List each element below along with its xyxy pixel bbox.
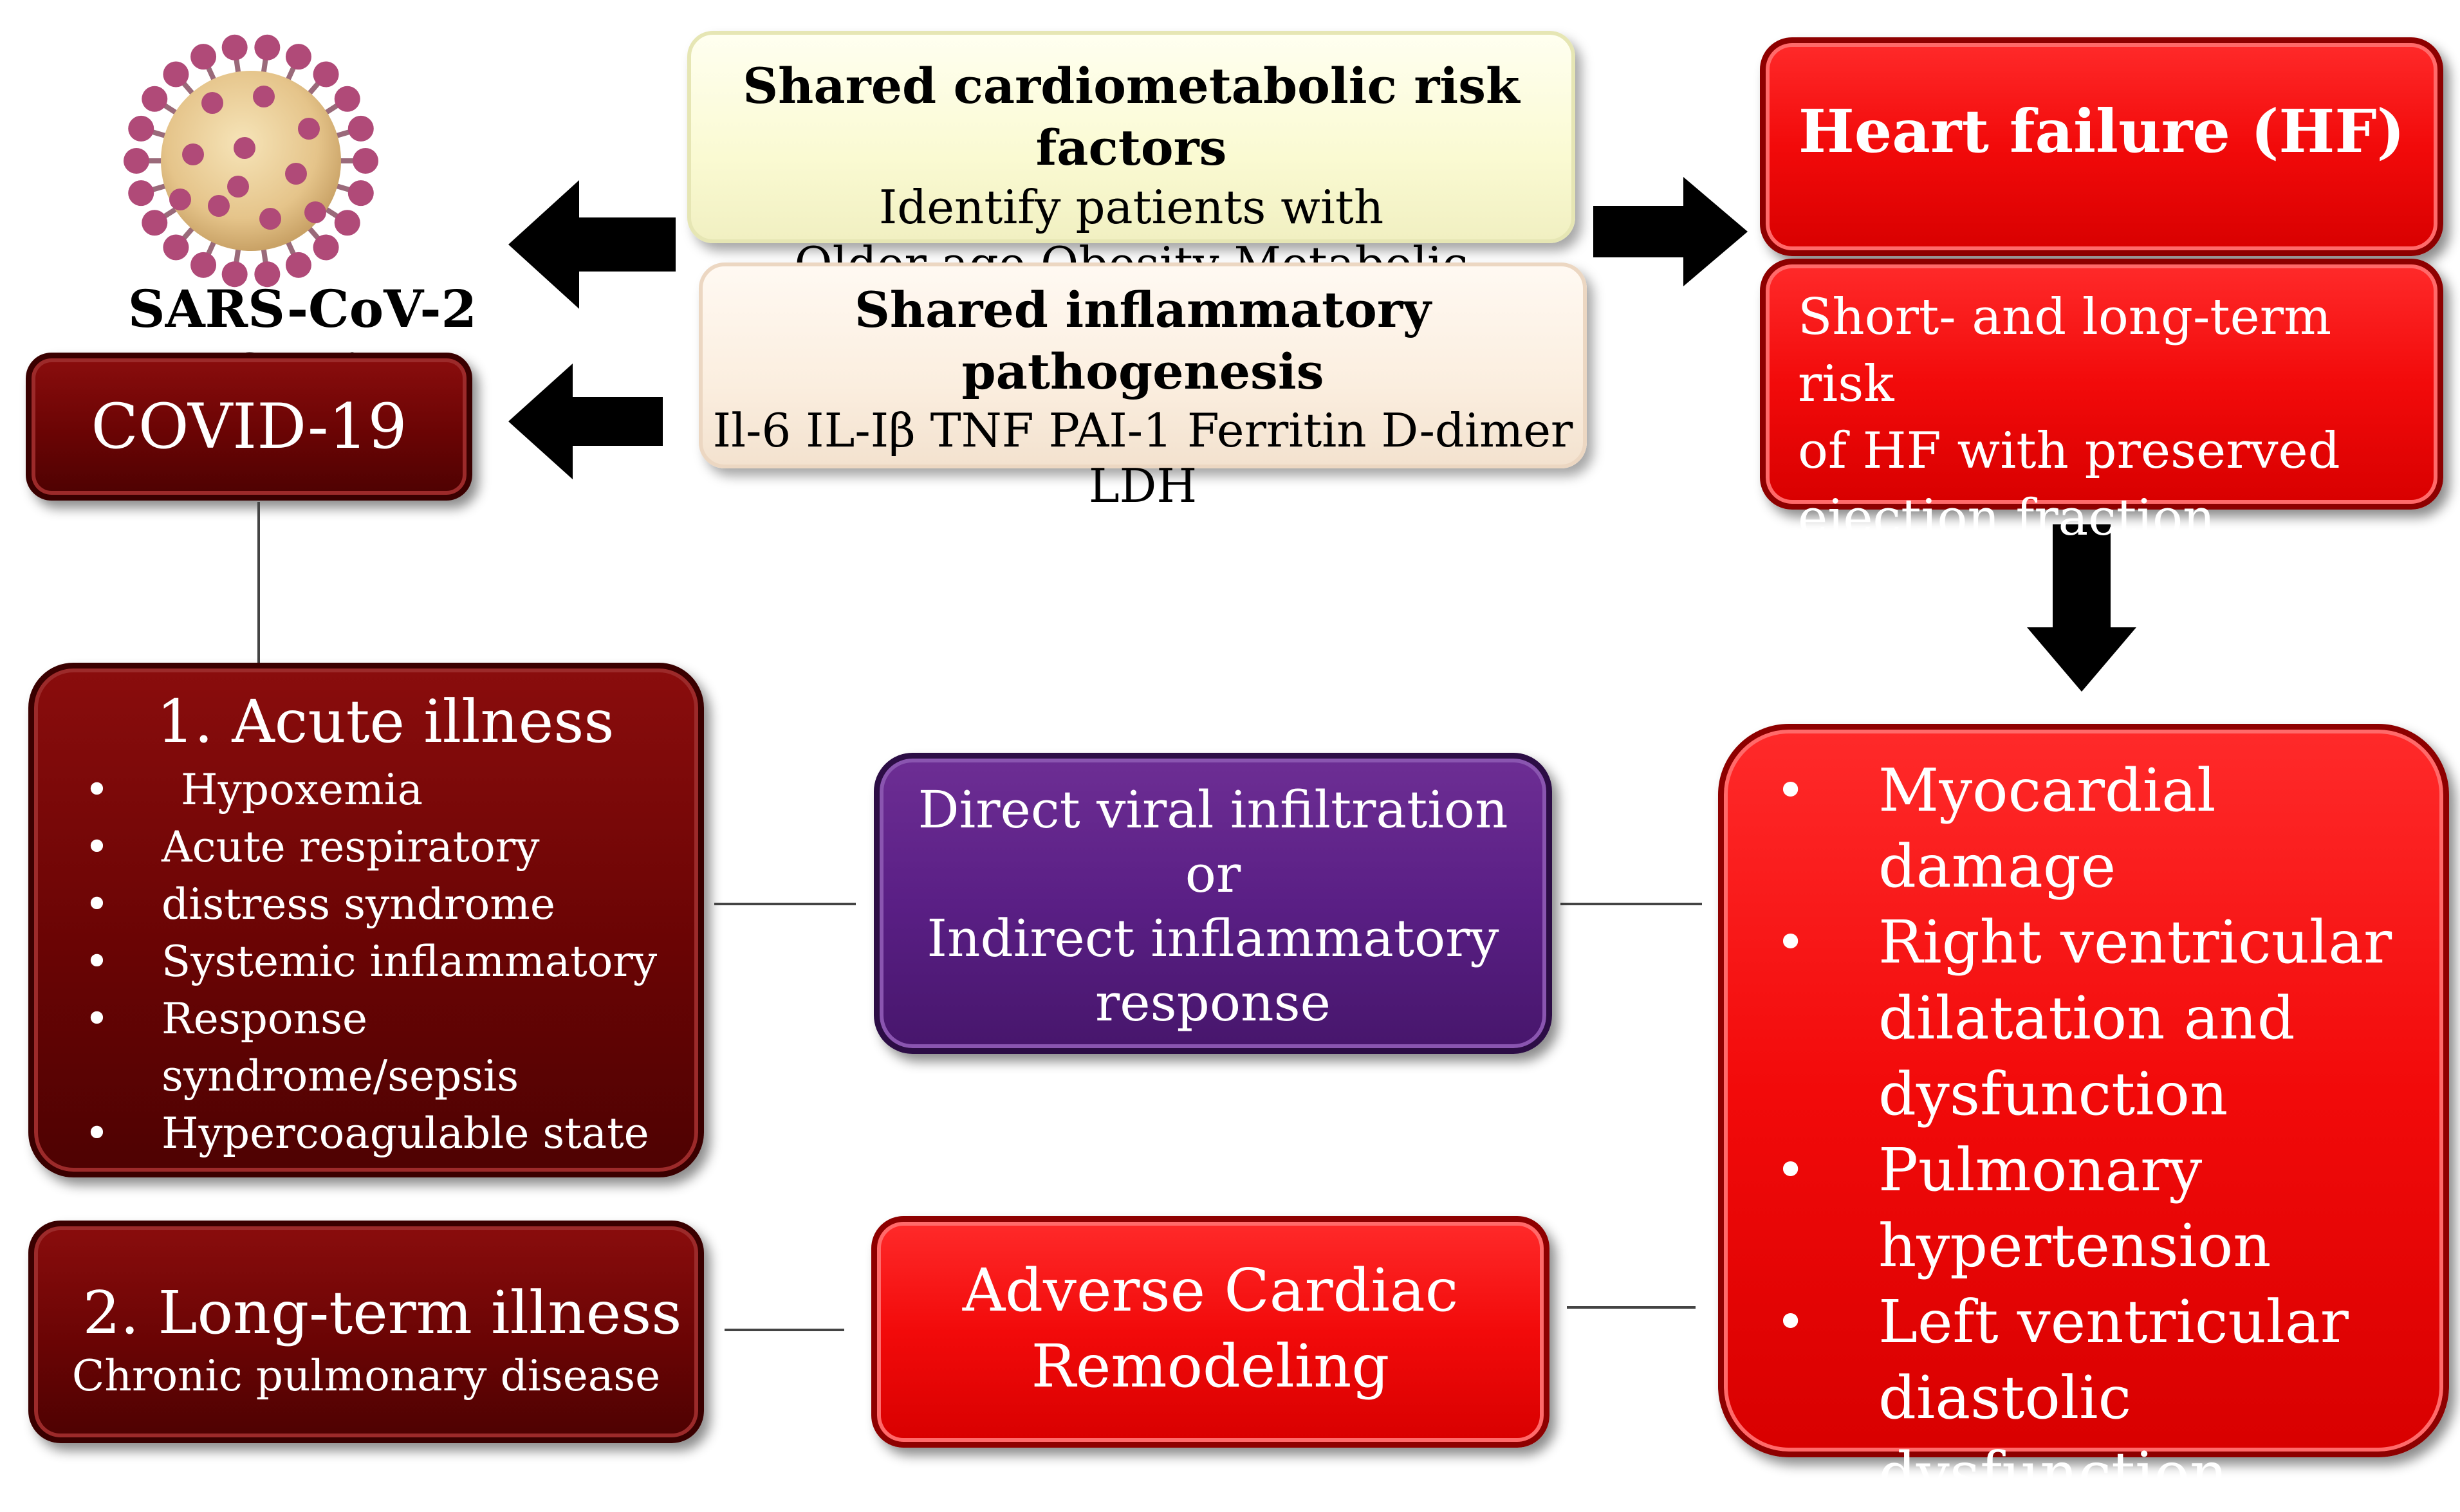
list-item: distress syndrome <box>84 876 698 933</box>
hfpef-risk-line3: ejection fraction (HFpEF) <box>1798 489 2215 614</box>
virus-spike-head <box>128 115 154 142</box>
virus-surface-protein <box>169 189 191 210</box>
virus-spike-head <box>334 210 360 236</box>
shared-inflammatory-box: Shared inflammatory pathogenesis Il-6 IL… <box>699 263 1587 513</box>
covid-19-label: COVID-19 <box>91 391 407 463</box>
list-item: Acute respiratory <box>84 818 698 876</box>
arrow-down-icon <box>2027 524 2136 692</box>
inflammatory-line2: LDH <box>1088 459 1198 513</box>
virus-spike-head <box>347 180 374 207</box>
list-item: syndrome/sepsis <box>162 1051 519 1101</box>
mechanism-line3: Indirect inflammatory <box>927 908 1499 968</box>
inflammatory-title: Shared inflammatory pathogenesis <box>854 281 1432 400</box>
virus-spike-head <box>190 44 217 70</box>
virus-surface-protein <box>201 92 223 114</box>
virus-spike-head <box>334 86 360 112</box>
virus-spike-head <box>313 61 339 88</box>
hfpef-risk-line2: of HF with preserved <box>1798 422 2340 480</box>
list-item: Right ventricular <box>1775 905 2443 981</box>
list-item: Response <box>84 990 698 1047</box>
virus-spike-head <box>353 148 378 174</box>
connector-remodeling-effects <box>1567 1306 1696 1309</box>
hfpef-risk-line1: Short- and long-term risk <box>1798 288 2332 413</box>
virus-surface-protein <box>253 86 275 107</box>
heart-failure-title: Heart failure (HF) <box>1798 97 2405 166</box>
list-item: hypertension <box>1878 1212 2271 1280</box>
list-item: Systemic inflammatory <box>84 933 698 990</box>
arrow-right-icon <box>1593 177 1748 286</box>
list-item: dysfunction <box>1878 1060 2228 1129</box>
acute-illness-list: Hypoxemia Acute respiratory distress syn… <box>84 761 698 1162</box>
virus-spike-head <box>163 61 189 88</box>
cardiac-effects-list: Myocardial damage Right ventricular dila… <box>1775 753 2443 1512</box>
virus-spike-head <box>347 115 374 142</box>
list-item: diastolic <box>1878 1363 2132 1432</box>
risk-factors-title: Shared cardiometabolic risk factors <box>743 57 1520 176</box>
virus-surface-protein <box>234 137 255 159</box>
connector-mechanism-effects <box>1560 903 1702 905</box>
arrow-left-icon <box>508 364 663 479</box>
virus-surface-protein <box>285 163 307 185</box>
list-item: dilatation and <box>1878 984 2295 1053</box>
acute-illness-title: 1. Acute illness <box>156 687 615 756</box>
mechanism-line4: response <box>1095 973 1331 1033</box>
long-term-subtitle: Chronic pulmonary disease <box>71 1351 661 1401</box>
virus-spike-head <box>124 148 149 174</box>
list-item: dysfunction <box>1878 1439 2228 1508</box>
list-item: Myocardial damage <box>1775 753 2443 905</box>
remodeling-line2: Remodeling <box>1031 1332 1390 1401</box>
remodeling-line1: Adverse Cardiac <box>962 1256 1459 1325</box>
connector-acute-mechanism <box>714 903 856 905</box>
virus-spike-head <box>142 86 168 112</box>
virus-surface-protein <box>227 176 249 198</box>
heart-failure-box: Heart failure (HF) <box>1760 37 2443 256</box>
mechanism-line1: Direct viral infiltration <box>918 780 1508 840</box>
virus-spike-head <box>254 34 281 60</box>
list-item: Hypoxemia <box>84 761 698 818</box>
mechanism-line2: or <box>1185 844 1241 904</box>
long-term-illness-box: 2. Long-term illness Chronic pulmonary d… <box>28 1221 704 1443</box>
list-item: Pulmonary <box>1775 1132 2443 1208</box>
acute-illness-box: 1. Acute illness Hypoxemia Acute respira… <box>28 663 704 1177</box>
virus-surface-protein <box>182 143 204 165</box>
hfpef-risk-box: Short- and long-term risk of HF with pre… <box>1760 259 2443 614</box>
virus-spike-head <box>254 261 281 288</box>
shared-risk-factors-box: Shared cardiometabolic risk factors Iden… <box>687 31 1575 347</box>
virus-surface-protein <box>298 118 320 140</box>
long-term-title: 2. Long-term illness <box>82 1278 682 1347</box>
list-item: Hypercoagulable state <box>84 1105 698 1162</box>
list-item: Left ventricular <box>1775 1284 2443 1360</box>
risk-factors-line1: Identify patients with <box>878 180 1384 234</box>
virus-spike-head <box>221 261 248 288</box>
virus-spike-head <box>128 180 154 207</box>
virus-spike-head <box>221 34 248 60</box>
mechanism-box: Direct viral infiltration or Indirect in… <box>874 753 1552 1054</box>
virus-surface-protein <box>304 201 326 223</box>
inflammatory-line1: Il-6 IL-Iβ TNF PAI-1 Ferritin D-dimer <box>712 403 1573 457</box>
virus-spike-head <box>285 252 311 278</box>
connector-covid-acute <box>257 502 260 663</box>
virus-spike-head <box>313 234 339 261</box>
virus-spike-head <box>163 234 189 261</box>
covid-19-box: COVID-19 <box>26 353 472 501</box>
coronavirus-icon <box>124 34 378 288</box>
connector-longterm-remodeling <box>725 1329 844 1331</box>
cardiac-effects-box: Myocardial damage Right ventricular dila… <box>1718 724 2449 1508</box>
virus-surface-protein <box>259 208 281 230</box>
adverse-remodeling-box: Adverse Cardiac Remodeling <box>871 1216 1549 1448</box>
virus-spike-head <box>142 210 168 236</box>
arrow-left-icon <box>508 180 676 309</box>
virus-spike-head <box>190 252 217 278</box>
virus-surface-protein <box>208 195 230 217</box>
virus-spike-head <box>285 44 311 70</box>
